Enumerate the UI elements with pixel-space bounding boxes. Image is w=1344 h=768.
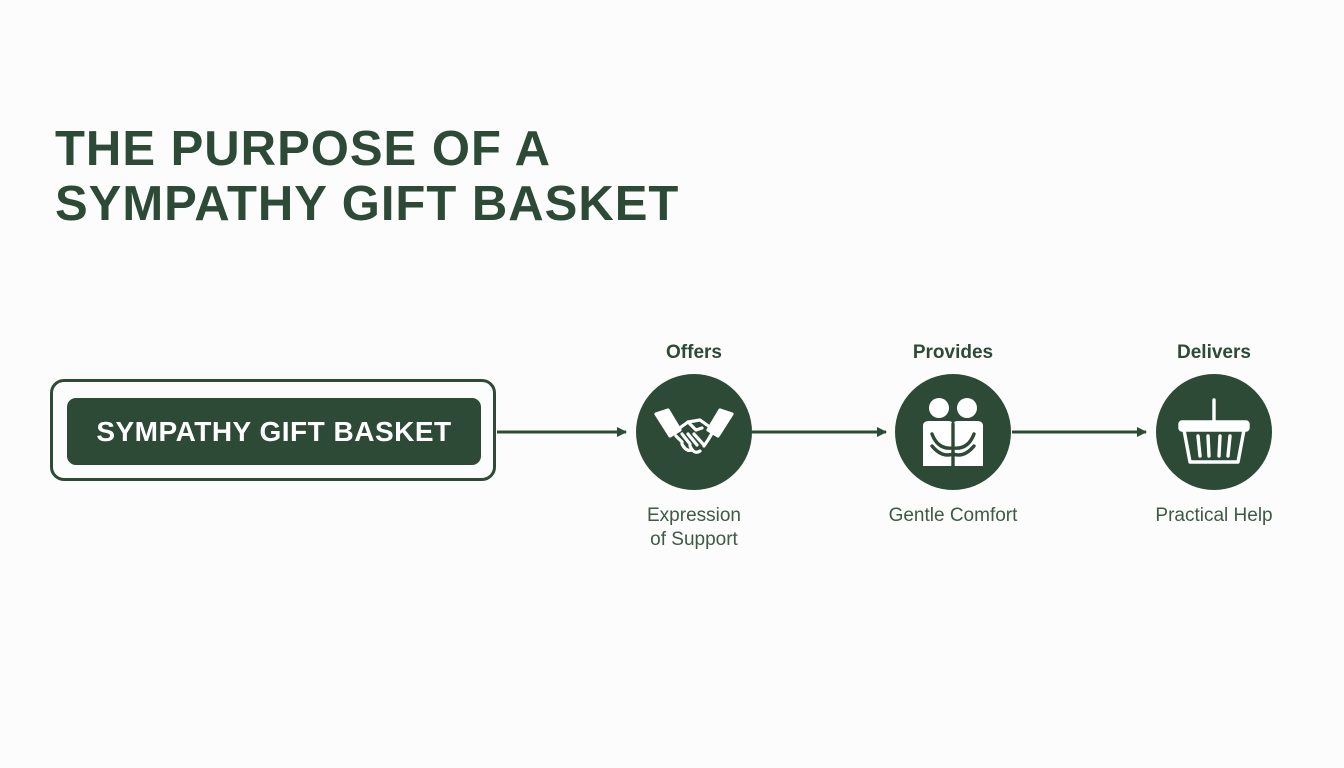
node-verb: Provides xyxy=(912,342,994,363)
caption-line: Gentle Comfort xyxy=(888,505,1018,526)
node-verb: Delivers xyxy=(1177,342,1251,363)
node-provides: Provides Gentle Comfort xyxy=(853,340,1053,528)
node-caption: Practical Help xyxy=(1114,504,1314,528)
node-delivers: Delivers Practical Help xyxy=(1114,340,1314,528)
handshake-icon xyxy=(654,408,734,454)
caption-line: Expression xyxy=(647,505,741,526)
title-line-1: THE PURPOSE OF A xyxy=(55,122,552,176)
node-verb: Offers xyxy=(666,342,722,363)
caption-line: Practical Help xyxy=(1155,505,1273,526)
diagram-title: THE PURPOSE OF A SYMPATHY GIFT BASKET xyxy=(55,122,815,232)
source-label: SYMPATHY GIFT BASKET xyxy=(67,398,481,465)
title-line-2: SYMPATHY GIFT BASKET xyxy=(55,177,680,231)
node-circle xyxy=(636,374,752,490)
node-offers: Offers Expression of Support xyxy=(594,340,794,552)
basket-icon xyxy=(1178,398,1250,464)
node-caption: Expression of Support xyxy=(594,504,794,552)
source-node: SYMPATHY GIFT BASKET xyxy=(50,379,496,481)
node-caption: Gentle Comfort xyxy=(853,504,1053,528)
node-circle xyxy=(895,374,1011,490)
node-circle xyxy=(1156,374,1272,490)
hug-icon xyxy=(923,398,983,468)
caption-line: of Support xyxy=(650,529,738,550)
